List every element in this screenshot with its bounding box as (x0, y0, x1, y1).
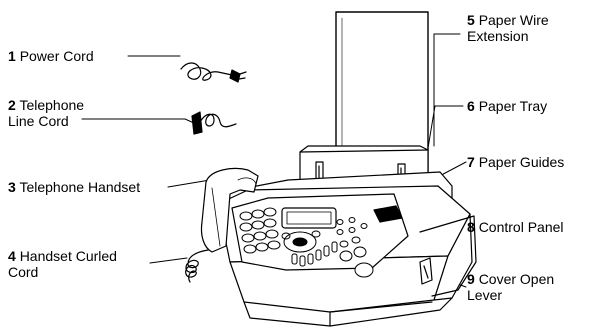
one-touch-keys (291, 241, 338, 267)
control-panel (231, 193, 409, 278)
callout-number: 3 (8, 179, 16, 195)
leader-paper-tray (425, 105, 464, 161)
callout-number: 9 (467, 271, 475, 287)
callout-control-panel: 8 Control Panel (467, 219, 564, 235)
power-cord-icon (180, 62, 247, 83)
callout-text: Control Panel (478, 219, 564, 235)
leader-paper-wire-extension (433, 33, 461, 147)
callout-cover-open-lever: 9 Cover Open Lever (467, 271, 554, 303)
callout-number: 6 (467, 98, 475, 114)
callout-text: Power Cord (19, 48, 94, 64)
callout-text-line-2: Line Cord (8, 113, 69, 129)
callout-paper-wire-extension: 5 Paper Wire Extension (467, 12, 549, 44)
callout-text-line-2: Cord (8, 264, 39, 280)
callout-text: Telephone Handset (19, 179, 141, 195)
callout-number: 5 (467, 12, 475, 28)
callout-telephone-line-cord: 2 Telephone Line Cord (8, 97, 84, 129)
callout-text: Paper Wire (478, 12, 549, 28)
callout-number: 2 (8, 97, 16, 113)
callout-telephone-handset: 3 Telephone Handset (8, 179, 140, 195)
leader-handset-curled-cord (149, 257, 188, 264)
callout-number: 7 (467, 154, 475, 170)
callout-text: Handset Curled (19, 248, 117, 264)
callout-number: 8 (467, 219, 475, 235)
callout-text: Telephone (19, 97, 85, 113)
callout-number: 1 (8, 48, 16, 64)
function-buttons (336, 217, 374, 278)
callout-power-cord: 1 Power Cord (8, 48, 94, 64)
callout-text: Paper Tray (478, 98, 548, 114)
telephone-line-cord-icon (191, 111, 237, 135)
callout-handset-curled-cord: 4 Handset Curled Cord (8, 248, 117, 280)
keypad (239, 207, 281, 254)
callout-number: 4 (8, 248, 16, 264)
callout-text: Cover Open (478, 271, 555, 287)
callout-paper-guides: 7 Paper Guides (467, 154, 564, 170)
callout-text: Paper Guides (478, 154, 565, 170)
callout-text-line-2: Extension (467, 28, 529, 44)
document-slot (373, 205, 403, 223)
navigation-buttons (281, 230, 321, 253)
callout-text-line-2: Lever (467, 287, 503, 303)
telephone-handset (200, 167, 259, 253)
handset-curled-cord (185, 249, 209, 283)
callout-paper-tray: 6 Paper Tray (467, 98, 547, 114)
